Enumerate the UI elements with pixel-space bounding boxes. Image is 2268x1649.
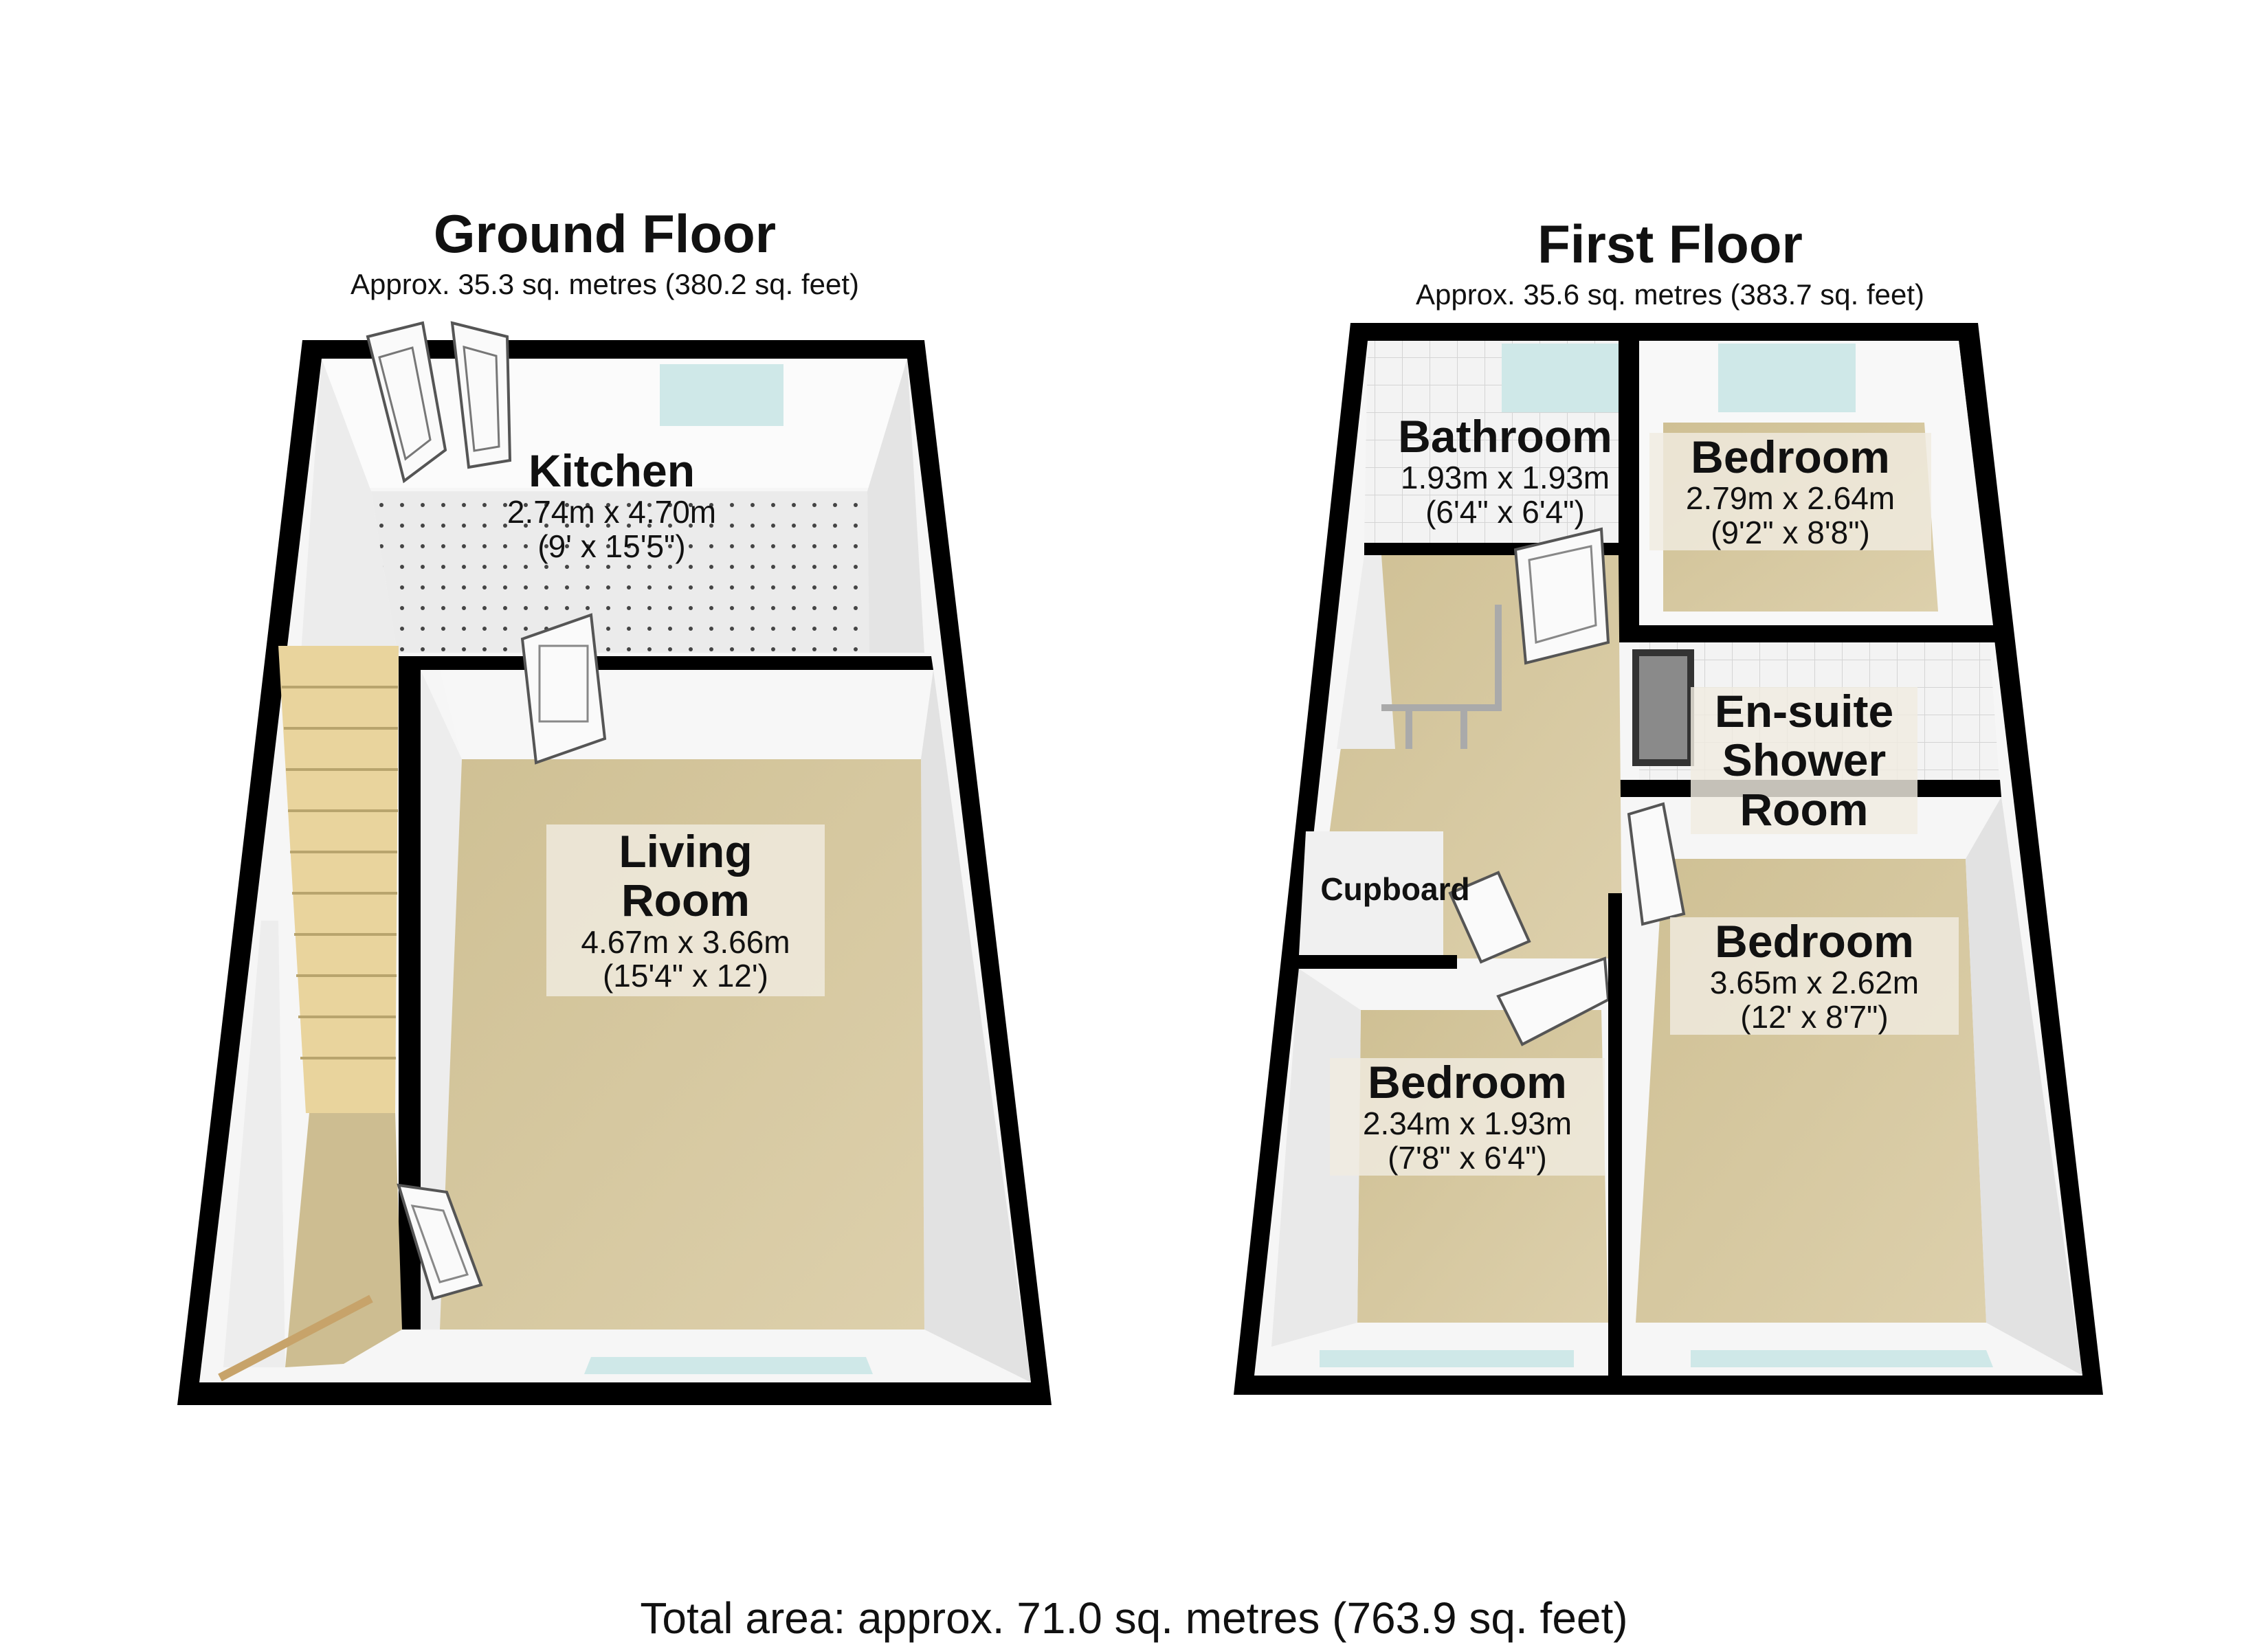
living-room-door	[520, 613, 607, 765]
kitchen-metric: 2.74m x 4.70m	[507, 494, 717, 530]
living-room-metric: 4.67m x 3.66m	[581, 923, 790, 960]
living-room-back-wall	[440, 670, 933, 759]
landing-banister	[1381, 605, 1502, 749]
ground-floor-title: Ground Floor	[433, 203, 777, 264]
bathroom-metric: 1.93m x 1.93m	[1400, 460, 1610, 496]
front-left-bedroom-metric: 2.34m x 1.93m	[1362, 1106, 1572, 1142]
bathroom-imperial: (6'4" x 6'4")	[1425, 493, 1585, 530]
kitchen-living-partition	[405, 656, 933, 670]
cupboard-label: Cupboard	[1316, 871, 1474, 907]
ensuite-shower-glass	[1639, 656, 1687, 759]
living-room-right-wall	[921, 670, 1031, 1382]
staircase	[278, 646, 399, 1113]
total-area: Total area: approx. 71.0 sq. metres (763…	[640, 1593, 1628, 1643]
front-right-bedroom-name: Bedroom	[1715, 916, 1914, 967]
rear-bedroom-label: Bedroom 2.79m x 2.64m (9'2" x 8'8")	[1649, 431, 1931, 550]
living-room-label: Living Room 4.67m x 3.66m (15'4" x 12')	[546, 824, 825, 996]
front-left-bedroom-label: Bedroom 2.34m x 1.93m (7'8" x 6'4")	[1330, 1057, 1605, 1176]
cupboard-door	[1448, 871, 1531, 964]
hall-left-wall	[223, 921, 285, 1367]
kitchen-left-wall	[301, 359, 397, 653]
front-right-bedroom-metric: 3.65m x 2.62m	[1709, 965, 1920, 1001]
rear-bedroom-name: Bedroom	[1691, 431, 1890, 482]
living-room-name-1: Living	[619, 826, 753, 877]
front-left-bedroom-name: Bedroom	[1368, 1057, 1567, 1108]
front-door	[218, 1294, 373, 1382]
front-right-bedroom-right-wall	[1966, 797, 2082, 1376]
first-floor-title: First Floor	[1537, 214, 1803, 274]
front-right-bedroom-label: Bedroom 3.65m x 2.62m (12' x 8'7")	[1670, 917, 1959, 1035]
ensuite-partition-top	[1619, 625, 1995, 642]
front-right-bedroom-imperial: (12' x 8'7")	[1740, 998, 1889, 1035]
hall-partition-wall	[399, 656, 421, 1330]
bathroom-label: Bathroom 1.93m x 1.93m (6'4" x 6'4")	[1368, 412, 1643, 530]
bathroom-name: Bathroom	[1398, 411, 1612, 462]
kitchen-label: Kitchen 2.74m x 4.70m (9' x 15'5")	[454, 445, 770, 564]
bath-bedroom-partition	[1619, 323, 1639, 642]
bedroom-divider-wall	[1608, 893, 1622, 1395]
kitchen-french-doors	[366, 321, 512, 484]
hallway-floor	[285, 1113, 402, 1367]
ensuite-name-2: Shower	[1722, 734, 1887, 786]
rear-bedroom-window	[1718, 344, 1856, 412]
front-right-bedroom-window	[1691, 1350, 1993, 1367]
ensuite-name-1: En-suite	[1714, 686, 1894, 737]
front-right-bedroom-door	[1627, 802, 1686, 926]
rear-bedroom-metric: 2.79m x 2.64m	[1685, 480, 1895, 517]
bathroom-window	[1502, 344, 1619, 412]
cupboard-partition	[1299, 955, 1457, 969]
living-room-front-window	[584, 1357, 873, 1374]
kitchen-floor	[371, 491, 869, 653]
landing-left-wall	[1337, 555, 1395, 749]
ensuite-label: En-suite Shower Room	[1691, 686, 1917, 835]
kitchen-imperial: (9' x 15'5")	[537, 528, 686, 564]
kitchen-right-wall	[867, 359, 924, 653]
front-left-bedroom-imperial: (7'8" x 6'4")	[1388, 1139, 1547, 1176]
rear-bedroom-imperial: (9'2" x 8'8")	[1711, 514, 1870, 550]
bathroom-door	[1513, 527, 1610, 665]
cupboard-name: Cupboard	[1320, 871, 1470, 907]
kitchen-name: Kitchen	[528, 445, 696, 496]
ensuite-name-3: Room	[1739, 783, 1869, 835]
kitchen-window	[660, 364, 783, 426]
living-room-name-2: Room	[621, 875, 750, 926]
cupboard-walls	[1299, 831, 1443, 955]
living-room-imperial: (15'4" x 12')	[602, 958, 768, 994]
first-floor-area: Approx. 35.6 sq. metres (383.7 sq. feet)	[1415, 278, 1925, 311]
front-left-bedroom-window	[1320, 1350, 1574, 1367]
ground-floor-area: Approx. 35.3 sq. metres (380.2 sq. feet)	[350, 268, 860, 300]
hall-door	[397, 1183, 483, 1301]
